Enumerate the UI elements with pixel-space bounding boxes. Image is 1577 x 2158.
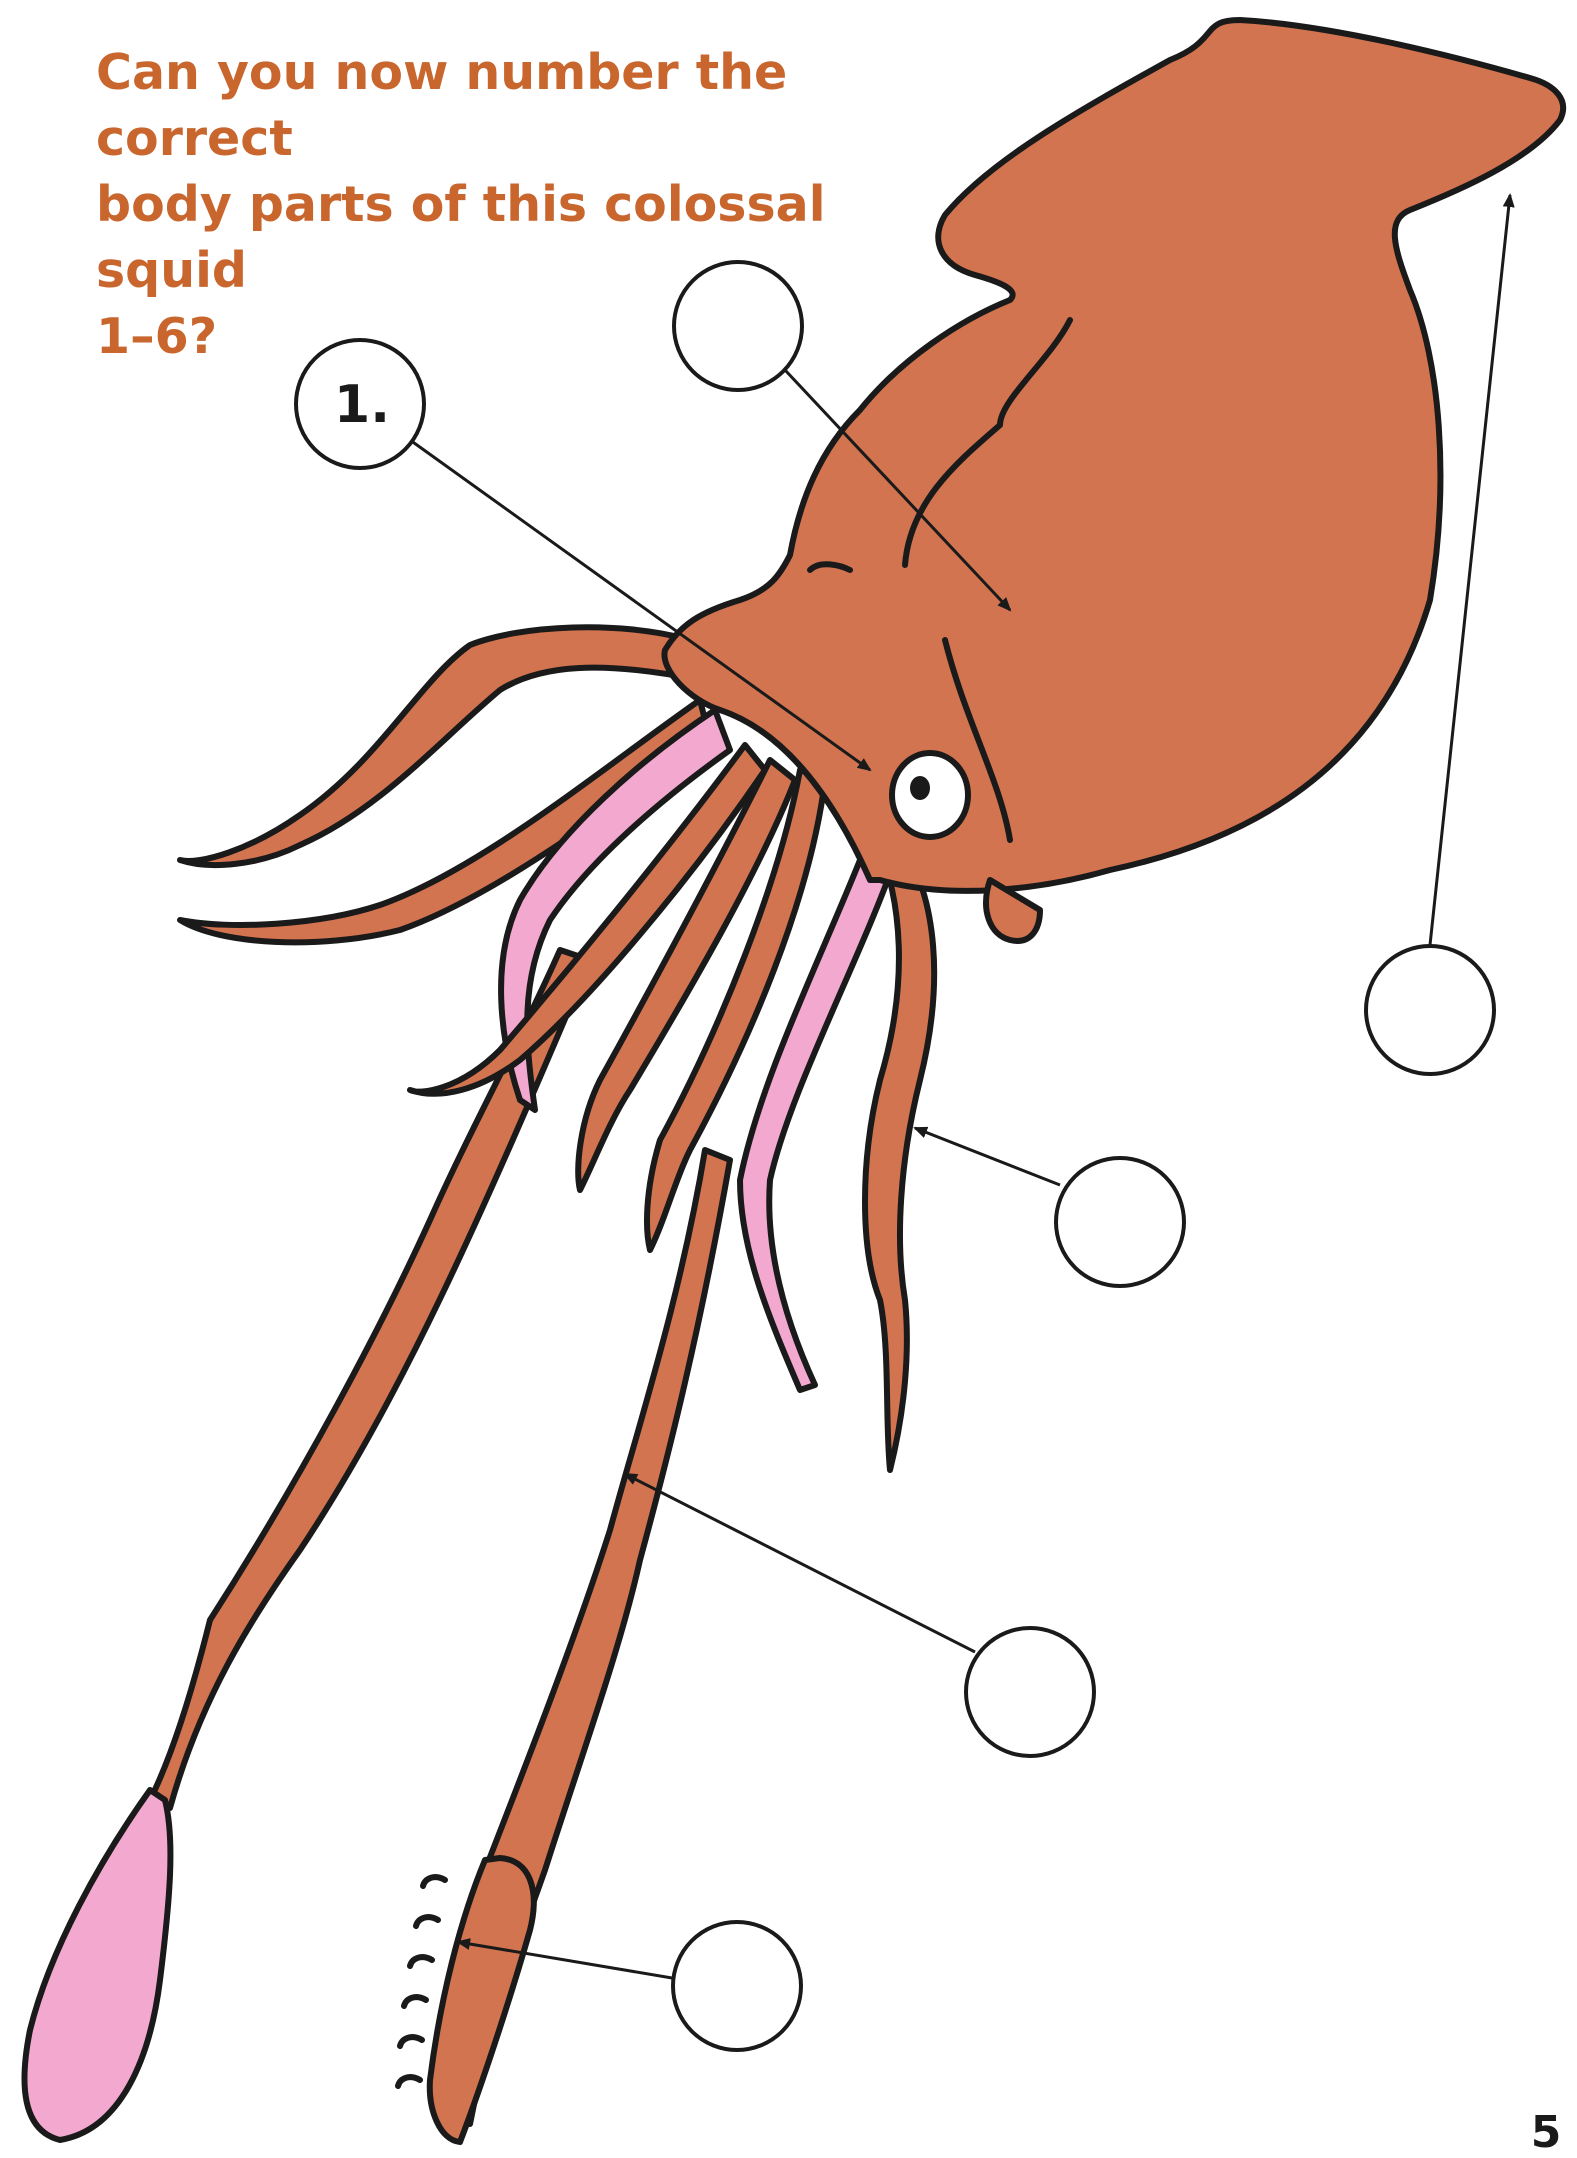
leader-fin <box>1430 195 1510 945</box>
label-circle-arm[interactable] <box>1056 1158 1184 1286</box>
label-circle-hooks[interactable] <box>673 1922 801 2050</box>
label-circle-fin[interactable] <box>1366 946 1494 1074</box>
leader-tentacle <box>625 1474 975 1652</box>
left-tentacle-club <box>24 1790 170 2140</box>
arm-side <box>865 850 934 1470</box>
question-line-3: 1–6? <box>96 308 217 365</box>
label-text-eye: 1. <box>334 375 390 435</box>
right-tentacle-club <box>430 1858 534 2142</box>
label-circle-texts: 1. <box>334 375 390 435</box>
question-line-2: body parts of this colossal squid <box>96 176 826 299</box>
eye-outer <box>892 753 968 837</box>
leader-arm <box>915 1128 1060 1185</box>
question-line-1: Can you now number the correct <box>96 44 787 167</box>
question-heading: Can you now number the correct body part… <box>96 40 976 370</box>
label-circle-tentacle[interactable] <box>966 1628 1094 1756</box>
eye-pupil <box>910 776 930 800</box>
